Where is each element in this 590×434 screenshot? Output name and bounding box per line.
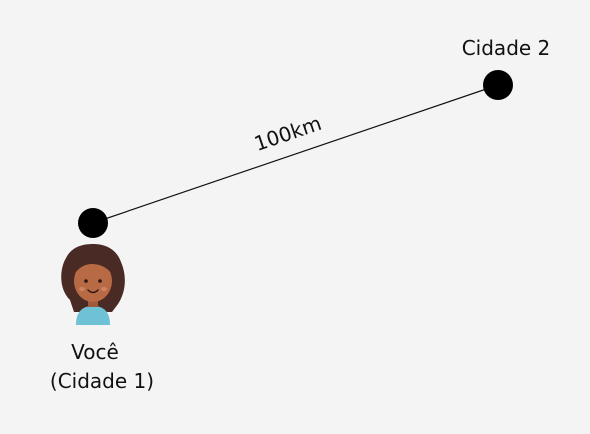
city1-label-you: Você bbox=[71, 340, 119, 364]
city2-label: Cidade 2 bbox=[462, 36, 551, 60]
girl-avatar-icon bbox=[61, 244, 125, 325]
city2-node bbox=[483, 70, 513, 100]
city1-node bbox=[78, 208, 108, 238]
distance-label: 100km bbox=[251, 111, 324, 156]
distance-line bbox=[92, 84, 499, 224]
city1-label-city: (Cidade 1) bbox=[50, 369, 154, 393]
